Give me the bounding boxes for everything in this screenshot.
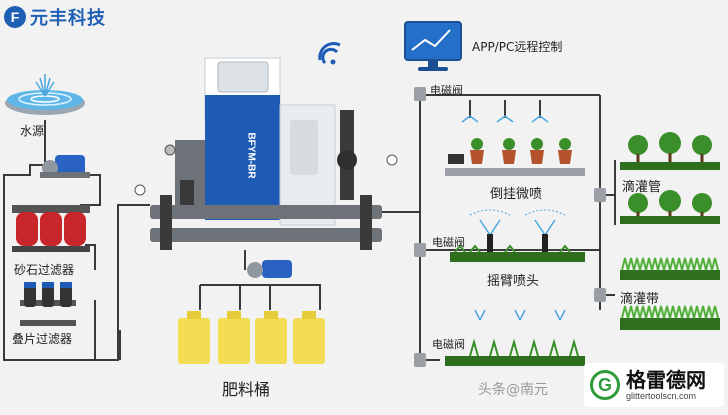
remote-control-label: APP/PC远程控制 <box>472 40 563 54</box>
disc-filter-unit <box>20 282 76 326</box>
rocker-sprinkler-bed <box>450 209 585 262</box>
watermark-logo: G <box>590 370 620 400</box>
valve-label-1: 电磁阀 <box>430 84 463 97</box>
wifi-icon <box>318 42 341 65</box>
brand-logo: F <box>4 6 26 28</box>
site-watermark: G 格雷德网 glittertoolscn.com <box>584 363 724 407</box>
disc-filter-label: 叠片过滤器 <box>12 332 73 346</box>
water-source-label: 水源 <box>20 124 45 138</box>
drip-tape-label: 滴灌带 <box>620 292 660 307</box>
sand-filter-label: 砂石过滤器 <box>14 263 75 277</box>
valve-label-2: 电磁阀 <box>432 236 465 249</box>
fertilizer-buckets <box>178 311 325 364</box>
monitor-icon <box>404 21 462 71</box>
field-spray-bed <box>445 309 585 366</box>
fertigation-machine <box>134 57 398 250</box>
brand: F 元丰科技 <box>4 4 106 30</box>
drip-pipe-beds <box>620 132 720 224</box>
valve-label-3: 电磁阀 <box>432 338 465 351</box>
rocker-sprinkler-label: 摇臂喷头 <box>487 274 540 289</box>
sand-filter-unit <box>12 205 90 252</box>
overlay-watermark: 头条@南元 <box>478 382 548 398</box>
watermark-url: glittertoolscn.com <box>626 391 697 401</box>
fertilizer-pump <box>247 260 292 278</box>
main-pump <box>40 155 90 178</box>
drip-pipe-label: 滴灌管 <box>622 180 662 195</box>
fertilizer-bucket-label: 肥料桶 <box>222 380 271 399</box>
drip-tape-beds <box>620 257 720 330</box>
machine-model-label: BFYM-BR <box>245 132 257 179</box>
hanging-spray-bed <box>445 115 585 176</box>
brand-name: 元丰科技 <box>30 8 106 29</box>
hanging-sprayer-label: 倒挂微喷 <box>490 187 543 202</box>
watermark-title: 格雷德网 <box>626 368 706 392</box>
water-source-basin <box>5 74 85 115</box>
solenoid-valves <box>414 87 606 367</box>
